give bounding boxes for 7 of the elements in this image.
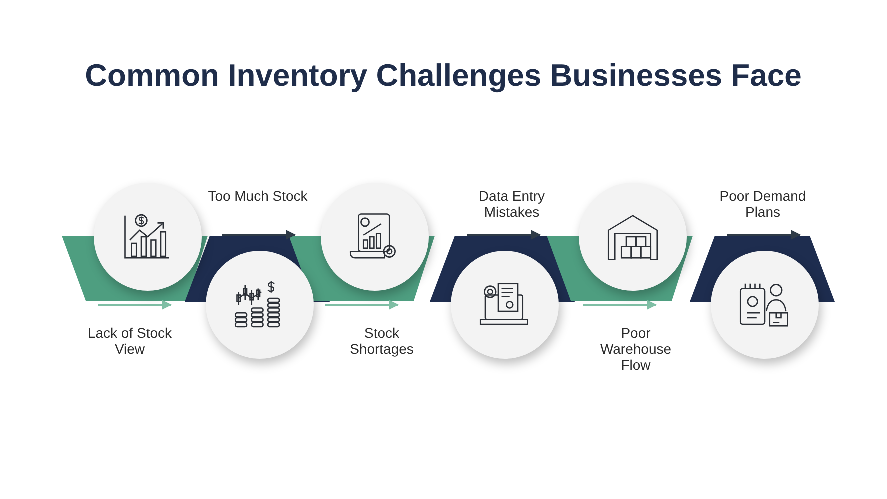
step-label: Lack of Stock View [86, 325, 174, 357]
step-label: Poor Warehouse Flow [599, 325, 673, 373]
title: Common Inventory Challenges Businesses Face [84, 58, 803, 94]
step-label: Too Much Stock [208, 188, 308, 204]
step-label: Data Entry Mistakes [478, 188, 546, 220]
step-label: Stock Shortages [349, 325, 415, 357]
step-label: Poor Demand Plans [718, 188, 808, 220]
